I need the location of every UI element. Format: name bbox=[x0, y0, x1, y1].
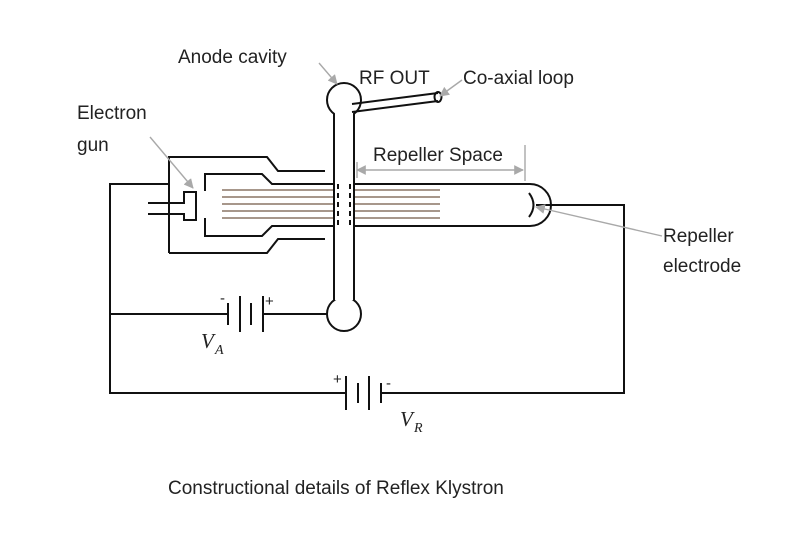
coaxial-loop-end bbox=[433, 91, 443, 103]
pointer-repeller-electrode bbox=[535, 204, 663, 237]
battery-vr bbox=[345, 376, 382, 410]
electron-gun-housing-lower bbox=[169, 238, 325, 254]
coaxial-loop bbox=[351, 92, 439, 113]
anode-stem-cover-top bbox=[335, 110, 353, 118]
pointer-electron-gun bbox=[149, 136, 194, 189]
label-rf-out: RF OUT bbox=[359, 68, 430, 89]
battery-va bbox=[227, 296, 264, 332]
va-minus-sign: - bbox=[220, 290, 225, 307]
label-coaxial-loop: Co-axial loop bbox=[463, 68, 574, 89]
label-vr-subscript: R bbox=[413, 421, 423, 436]
va-plus-sign: + bbox=[265, 293, 274, 310]
vr-minus-sign: - bbox=[386, 375, 391, 392]
anode-stem-cover-bottom bbox=[335, 292, 353, 300]
label-anode-cavity: Anode cavity bbox=[178, 47, 287, 68]
label-va-subscript: A bbox=[214, 343, 224, 358]
repeller-circuit bbox=[109, 183, 625, 394]
vr-plus-sign: + bbox=[333, 371, 342, 388]
label-vr: V bbox=[400, 407, 415, 431]
cathode bbox=[148, 191, 197, 221]
repeller-space-dimension bbox=[356, 145, 526, 181]
label-repeller-space: Repeller Space bbox=[373, 145, 503, 166]
anode-cavity-lower bbox=[326, 296, 362, 332]
pointer-anode-cavity bbox=[318, 62, 338, 85]
label-va: V bbox=[201, 329, 216, 353]
label-electron-gun-2: gun bbox=[77, 135, 109, 156]
electron-gun-housing bbox=[168, 156, 325, 253]
label-repeller-electrode-1: Repeller bbox=[663, 226, 734, 247]
electron-gun-inner-shell-lower bbox=[204, 218, 325, 237]
figure-caption: Constructional details of Reflex Klystro… bbox=[168, 478, 504, 499]
label-electron-gun-1: Electron bbox=[77, 103, 147, 124]
pointer-coaxial-loop bbox=[439, 79, 463, 97]
electron-beam bbox=[222, 189, 440, 219]
electron-gun-inner-shell bbox=[204, 173, 325, 191]
repeller-electrode bbox=[528, 192, 535, 218]
label-repeller-electrode-2: electrode bbox=[663, 256, 741, 277]
